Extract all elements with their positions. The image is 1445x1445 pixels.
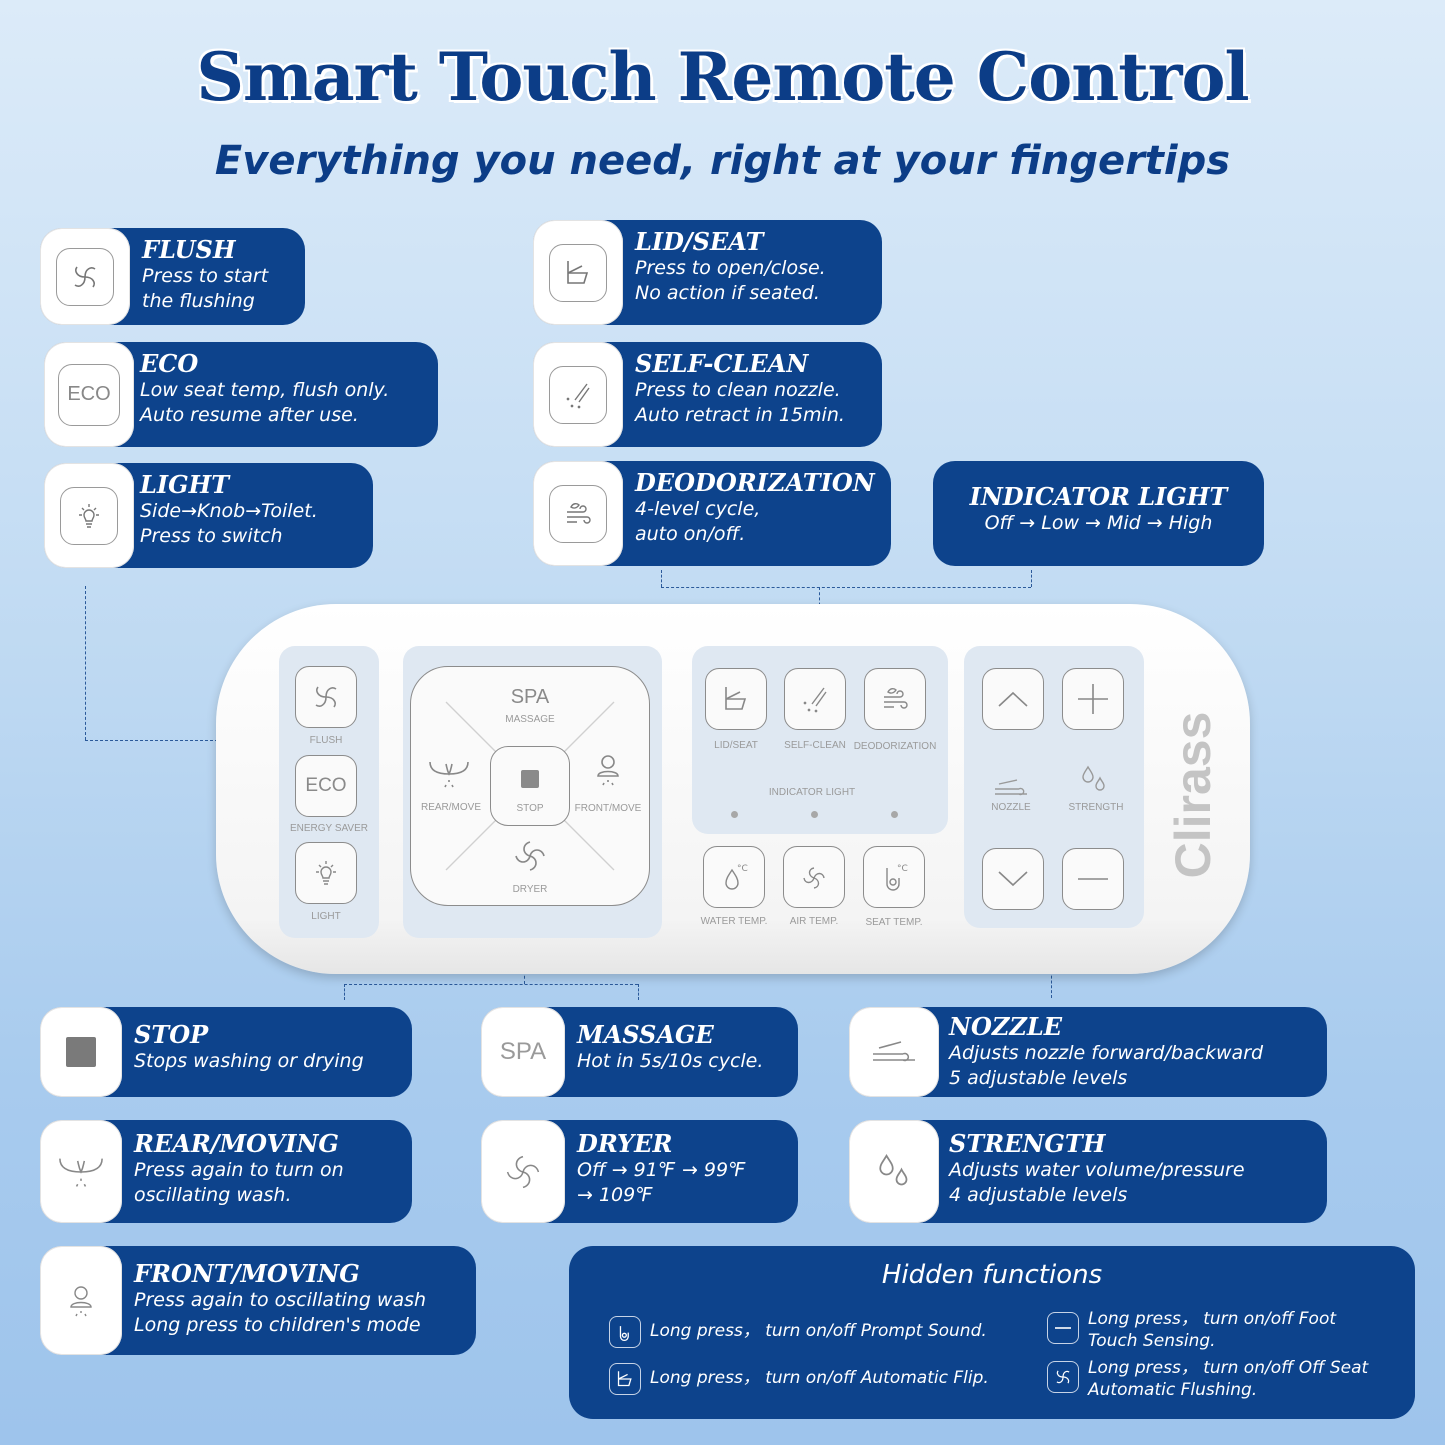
card-massage: SPA MASSAGE Hot in 5s/10s cycle. [481, 1007, 798, 1097]
leaf-wind-icon [567, 502, 591, 524]
svg-text:°C: °C [737, 864, 748, 874]
nozzle-icon [995, 779, 1027, 796]
indicator-dot [731, 811, 738, 818]
front-wash-icon[interactable] [590, 752, 626, 788]
minus-icon [1055, 1327, 1071, 1329]
eco-icon: ECO [305, 775, 347, 796]
card-strength: STRENGTH Adjusts water volume/pressure 4… [849, 1120, 1327, 1223]
card-indicator-light: INDICATOR LIGHT Off → Low → Mid → High [933, 461, 1264, 566]
card-front-moving: FRONT/MOVING Press again to oscillating … [40, 1246, 476, 1355]
svg-text:°C: °C [897, 864, 908, 874]
nozzle-icon [873, 1041, 915, 1062]
hidden-item: Long press， turn on/off Automatic Flip. [609, 1359, 989, 1395]
deodorization-button[interactable] [864, 668, 926, 730]
stop-button[interactable] [490, 746, 570, 826]
flush-swirl-icon [315, 686, 337, 708]
hidden-functions-panel: Hidden functions Long press， turn on/off… [569, 1246, 1415, 1419]
card-light: LIGHT Side→Knob→Toilet. Press to switch [44, 463, 373, 568]
hidden-item: Long press， turn on/off Foot Touch Sensi… [1047, 1308, 1336, 1352]
stop-square-icon [66, 1037, 96, 1067]
fan-temp-icon [803, 867, 825, 889]
spa-icon: SPA [499, 1038, 547, 1065]
self-clean-button[interactable] [784, 668, 846, 730]
card-stop: STOP Stops washing or drying [40, 1007, 412, 1097]
lid-seat-icon [617, 1371, 632, 1387]
hidden-item: Long press， turn on/off Off Seat Automat… [1047, 1357, 1368, 1401]
plus-button[interactable] [1062, 668, 1124, 730]
plus-icon [1078, 684, 1108, 714]
stop-square-icon [521, 770, 539, 788]
spa-button[interactable]: SPA [510, 686, 550, 708]
minus-button[interactable] [1062, 848, 1124, 910]
up-button[interactable] [982, 668, 1044, 730]
card-eco: ECO ECO Low seat temp, flush only. Auto … [44, 342, 438, 447]
minus-icon [1078, 878, 1108, 880]
leaf-wind-icon [884, 687, 908, 709]
page-subtitle: Everything you need, right at your finge… [214, 138, 1231, 184]
card-deodorization: DEODORIZATION 4-level cycle, auto on/off… [533, 461, 891, 566]
indicator-dot [891, 811, 898, 818]
rear-wash-icon [59, 1158, 103, 1187]
page-title: Smart Touch Remote Control [196, 38, 1249, 116]
down-button[interactable] [982, 848, 1044, 910]
indicator-dot [811, 811, 818, 818]
card-flush: FLUSH Press to start the flushing [40, 228, 305, 325]
seat-temp-icon: °C [886, 864, 908, 891]
water-drop-temp-icon: °C [725, 864, 748, 890]
eco-button[interactable]: ECO [295, 755, 357, 817]
chevron-down-icon [998, 871, 1028, 887]
card-self-clean: SELF-CLEAN Press to clean nozzle. Auto r… [533, 342, 882, 447]
flush-swirl-icon [74, 266, 96, 287]
air-temp-button[interactable] [783, 846, 845, 908]
card-dryer: DRYER Off → 91℉ → 99℉ → 109℉ [481, 1120, 798, 1223]
hidden-functions-title: Hidden functions [881, 1260, 1103, 1290]
chevron-up-icon [998, 691, 1028, 707]
card-lid-seat: LID/SEAT Press to open/close. No action … [533, 220, 882, 325]
card-title: FLUSH [142, 235, 236, 264]
bulb-icon [79, 503, 99, 528]
water-drops-icon [1082, 765, 1105, 791]
fan-icon[interactable] [510, 836, 550, 876]
flush-swirl-icon [1056, 1370, 1070, 1384]
lid-seat-button[interactable] [705, 668, 767, 730]
sparkle-wand-icon [566, 383, 590, 408]
front-wash-icon [70, 1285, 92, 1316]
rear-wash-icon[interactable] [426, 756, 472, 792]
water-drops-icon [879, 1153, 908, 1185]
lid-seat-icon [567, 260, 589, 284]
hidden-item: Long press， turn on/off Prompt Sound. [609, 1312, 987, 1348]
water-temp-button[interactable]: °C [703, 846, 765, 908]
lid-seat-icon [725, 687, 747, 710]
bulb-icon [316, 861, 336, 885]
brand-logo: Clirass [1165, 711, 1221, 879]
fan-icon [506, 1155, 540, 1188]
seat-temp-button[interactable]: °C [863, 846, 925, 908]
remote-body: FLUSH ECO ENERGY SAVER LIGHT SPA MASSAGE… [216, 604, 1250, 974]
eco-icon: ECO [67, 383, 111, 405]
card-nozzle: NOZZLE Adjusts nozzle forward/backward 5… [849, 1007, 1327, 1097]
light-button[interactable] [295, 842, 357, 904]
card-rear-moving: REAR/MOVING Press again to turn on oscil… [40, 1120, 412, 1223]
seat-temp-icon [619, 1326, 629, 1342]
sparkle-wand-icon [803, 687, 827, 713]
flush-button[interactable] [295, 666, 357, 728]
